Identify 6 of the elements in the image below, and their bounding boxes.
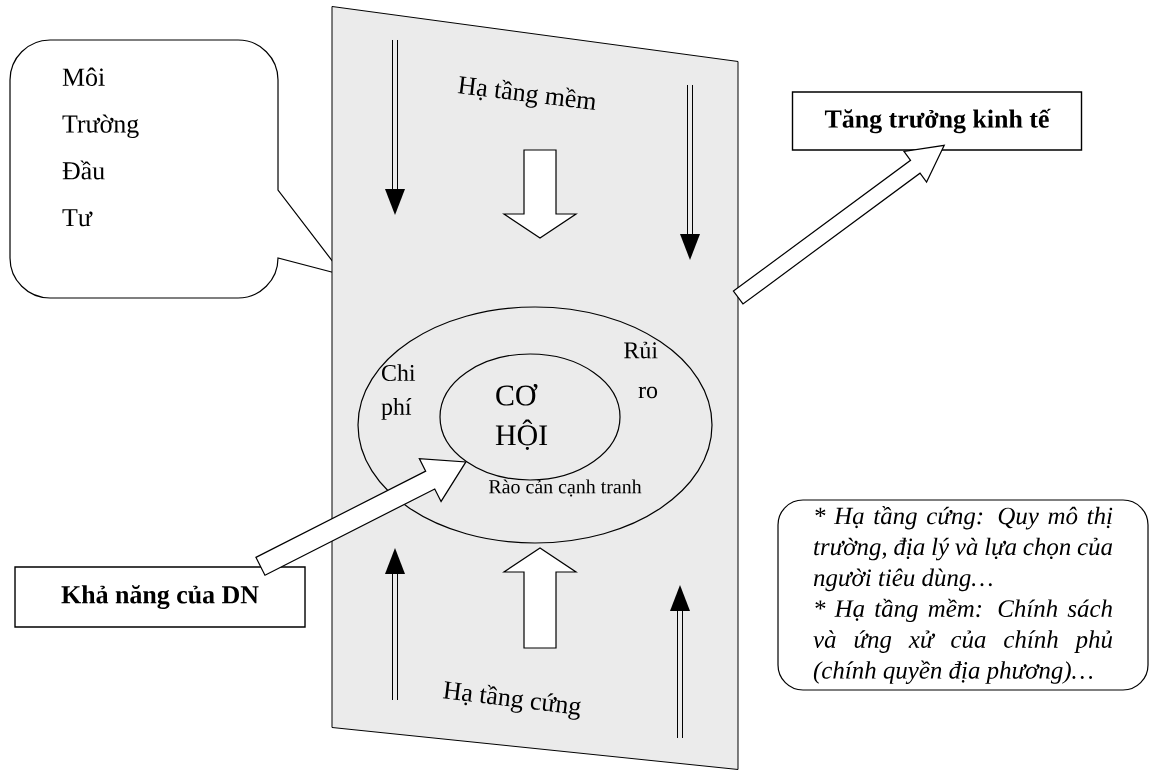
block-arrow [255,457,467,576]
text-box: Khả năng của DN [14,566,306,628]
block-arrow [732,144,946,305]
text-box: Tăng trưởng kinh tế [791,91,1083,151]
note-box: * Hạ tầng cứng: Quy mô thị trường, địa lý và lựa chọn của người tiêu dùng… * Hạ tầng mềm: Chính sách và ứng xử của chính phủ (chính quyền địa phương)… [777,499,1149,691]
speech-bubble: Môi Trường Đầu Tư [9,39,344,299]
